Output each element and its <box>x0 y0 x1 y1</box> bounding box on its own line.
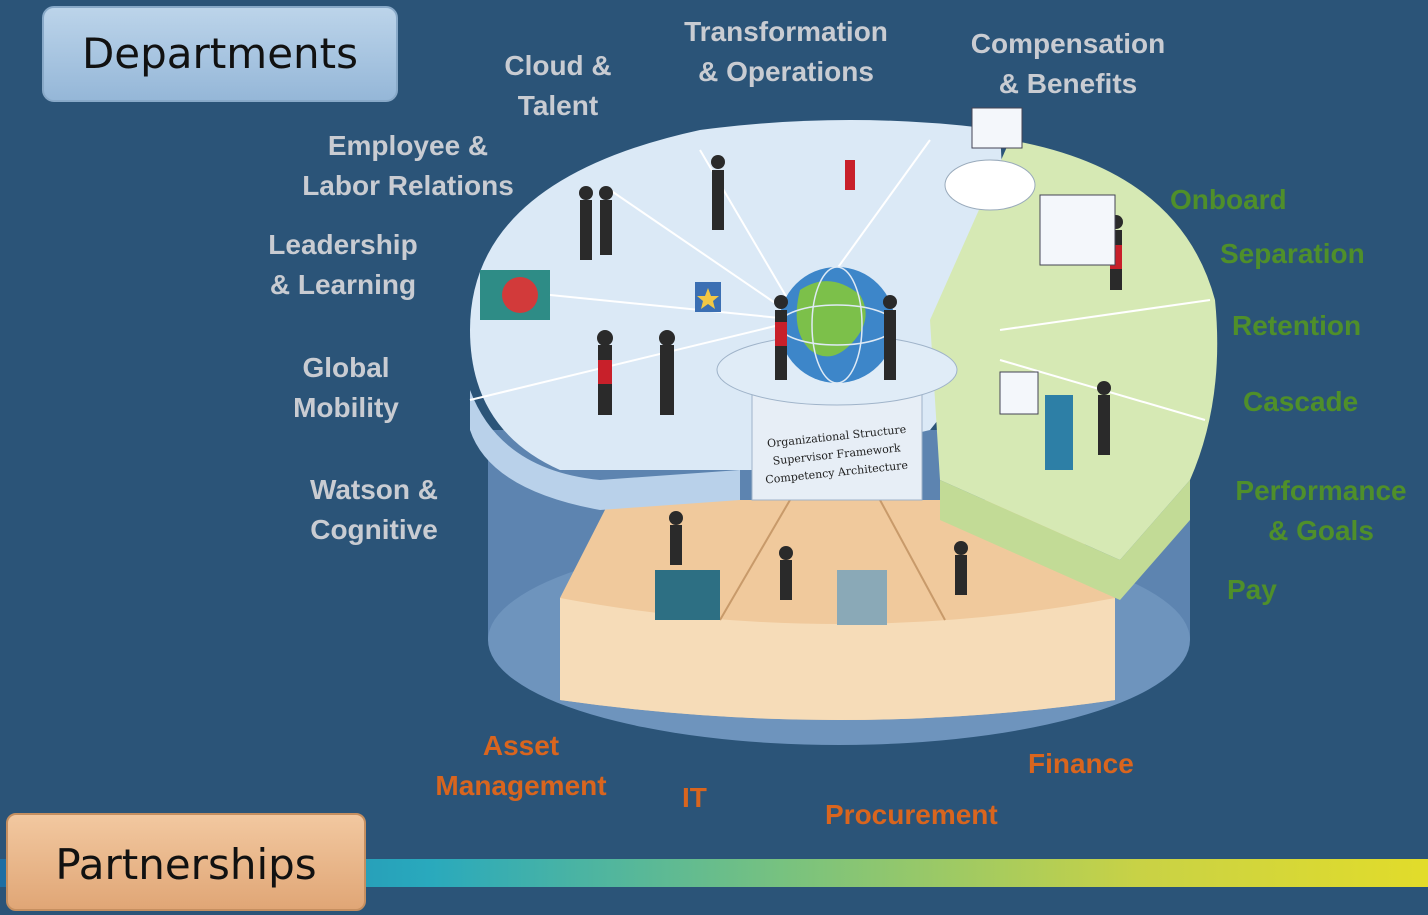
partner-it: IT <box>682 782 707 813</box>
departments-header: Departments <box>42 6 398 102</box>
lifecycle-cascade: Cascade <box>1243 386 1359 417</box>
partner-procurement: Procurement <box>825 799 998 830</box>
lifecycle-onboard: Onboard <box>1170 184 1287 215</box>
dept-global-mobility: Global Mobility <box>293 352 399 423</box>
lifecycle-pay: Pay <box>1227 574 1277 605</box>
partner-asset-management: Asset Management <box>435 730 607 801</box>
dept-transformation-operations: Transformation & Operations <box>684 16 888 87</box>
lifecycle-performance-goals: Performance & Goals <box>1235 475 1407 546</box>
partner-finance: Finance <box>1028 748 1134 779</box>
dept-leadership-learning: Leadership & Learning <box>268 229 418 300</box>
partnerships-header: Partnerships <box>6 813 366 911</box>
dept-watson-cognitive: Watson & Cognitive <box>309 474 439 545</box>
lifecycle-retention: Retention <box>1232 310 1362 341</box>
dept-employee-labor: Employee & Labor Relations <box>302 130 514 201</box>
lifecycle-separation: Separation <box>1220 238 1365 269</box>
dept-cloud-talent: Cloud & Talent <box>504 50 612 121</box>
dept-compensation-benefits: Compensation & Benefits <box>970 28 1166 99</box>
lifecycle-tier <box>930 140 1218 560</box>
